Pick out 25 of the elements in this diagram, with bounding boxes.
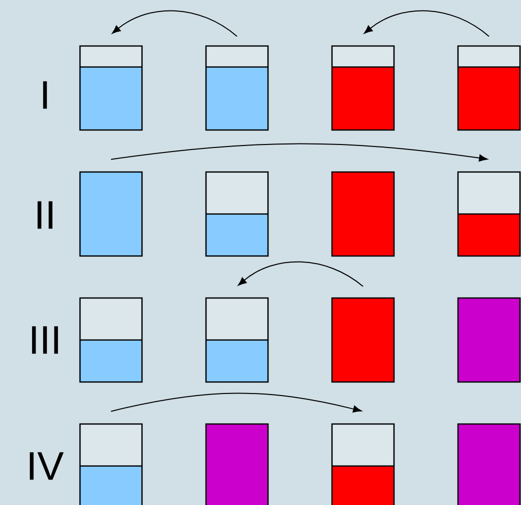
glass xyxy=(79,45,143,131)
glass xyxy=(457,297,521,383)
glass xyxy=(457,171,521,257)
glass xyxy=(79,297,143,383)
glass xyxy=(205,297,269,383)
arrow xyxy=(110,392,362,413)
row-numeral: III xyxy=(32,326,58,354)
glass xyxy=(457,45,521,131)
glass xyxy=(331,297,395,383)
glass xyxy=(331,423,395,505)
row-numeral: II xyxy=(38,201,52,229)
glass xyxy=(457,423,521,505)
arrow xyxy=(110,143,488,162)
glass xyxy=(205,171,269,257)
arrow xyxy=(238,261,364,287)
row-numeral: IV xyxy=(30,452,64,480)
arrow xyxy=(364,10,490,37)
glass xyxy=(331,45,395,131)
glass xyxy=(205,45,269,131)
glass xyxy=(79,171,143,257)
glass xyxy=(205,423,269,505)
glass xyxy=(79,423,143,505)
arrow xyxy=(112,10,238,37)
glass xyxy=(331,171,395,257)
row-numeral: I xyxy=(43,81,47,109)
